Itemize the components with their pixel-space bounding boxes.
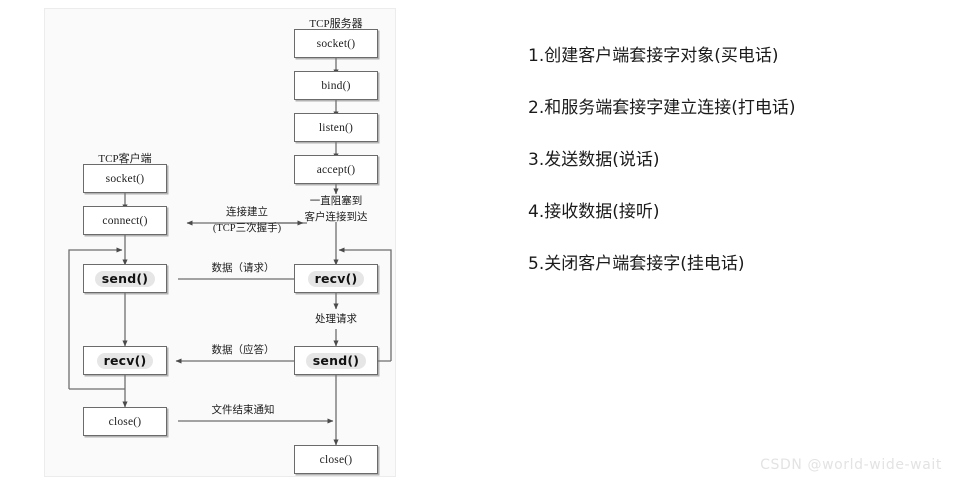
list-item: 2.和服务端套接字建立连接(打电话) xyxy=(528,98,796,118)
node-server-recv[interactable]: recv() xyxy=(294,264,378,293)
list-item: 5.关闭客户端套接字(挂电话) xyxy=(528,254,745,274)
node-client-connect[interactable]: connect() xyxy=(83,206,167,235)
node-server-listen-label: listen() xyxy=(318,121,354,134)
node-client-socket[interactable]: socket() xyxy=(83,164,167,193)
label-connection-established: 连接建立 (TCP三次握手) xyxy=(193,205,301,237)
edge-client-loop xyxy=(68,247,123,389)
node-server-listen[interactable]: listen() xyxy=(294,113,378,142)
node-client-recv-label: recv() xyxy=(96,352,154,369)
node-server-socket-label: socket() xyxy=(316,37,356,50)
label-connection-established-line1: 连接建立 xyxy=(226,207,268,218)
node-client-connect-label: connect() xyxy=(102,214,148,227)
node-client-close[interactable]: close() xyxy=(83,407,167,436)
edge-server-loop xyxy=(338,247,392,361)
label-data-response: 数据（应答） xyxy=(211,345,275,356)
node-client-send[interactable]: send() xyxy=(83,264,167,293)
node-server-close-label: close() xyxy=(319,453,353,466)
label-eof-notify: 文件结束通知 xyxy=(211,405,275,416)
diagram-connectors xyxy=(68,58,392,446)
node-client-send-label: send() xyxy=(94,270,156,287)
list-item: 3.发送数据(说话) xyxy=(528,150,660,170)
node-server-accept-label: accept() xyxy=(316,163,356,176)
node-server-accept[interactable]: accept() xyxy=(294,155,378,184)
list-item: 1.创建客户端套接字对象(买电话) xyxy=(528,46,779,66)
node-server-close[interactable]: close() xyxy=(294,445,378,474)
node-server-socket[interactable]: socket() xyxy=(294,29,378,58)
label-process-request: 处理请求 xyxy=(315,314,357,325)
client-steps-list: 1.创建客户端套接字对象(买电话) 2.和服务端套接字建立连接(打电话) 3.发… xyxy=(528,48,928,308)
server-blocking-note-line2: 客户连接到达 xyxy=(304,212,368,223)
label-connection-established-line2: (TCP三次握手) xyxy=(212,223,282,234)
node-client-socket-label: socket() xyxy=(105,172,145,185)
node-server-send-label: send() xyxy=(305,352,367,369)
tcp-flow-diagram-panel: TCP服务器 socket() bind() listen() accept()… xyxy=(44,8,396,477)
server-column-title: TCP服务器 xyxy=(309,18,363,30)
client-column-title: TCP客户端 xyxy=(98,153,152,165)
node-client-close-label: close() xyxy=(108,415,142,428)
label-data-request: 数据（请求） xyxy=(211,263,275,274)
list-item: 4.接收数据(接听) xyxy=(528,202,660,222)
node-server-recv-label: recv() xyxy=(307,270,365,287)
server-blocking-note-line1: 一直阻塞到 xyxy=(309,196,363,207)
node-client-recv[interactable]: recv() xyxy=(83,346,167,375)
csdn-watermark: CSDN @world-wide-wait xyxy=(760,457,942,473)
node-server-send[interactable]: send() xyxy=(294,346,378,375)
node-server-bind[interactable]: bind() xyxy=(294,71,378,100)
node-server-bind-label: bind() xyxy=(321,79,351,92)
server-blocking-note: 一直阻塞到 客户连接到达 xyxy=(293,194,379,226)
